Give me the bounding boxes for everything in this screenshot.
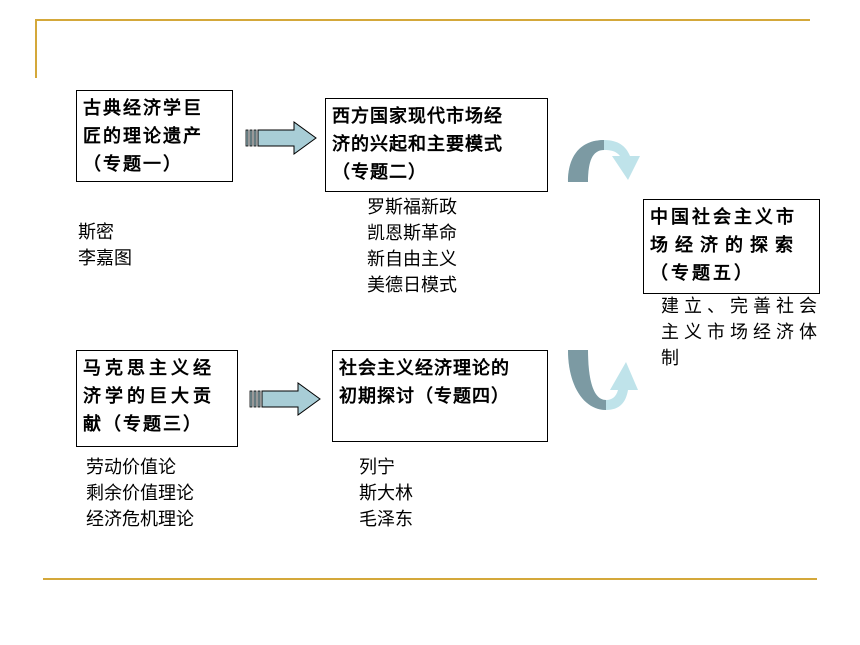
note-item: 毛泽东: [359, 509, 413, 530]
note-item: 主义市场经济体: [661, 322, 822, 343]
note-item: 制: [661, 348, 684, 369]
note-item: 美德日模式: [367, 275, 457, 296]
topic-5-notes: 建立、完善社会 主义市场经济体 制: [661, 294, 822, 372]
topic-4-notes: 列宁 斯大林 毛泽东: [359, 455, 413, 533]
topic-3-line: 马克思主义经: [83, 358, 215, 379]
note-item: 罗斯福新政: [367, 197, 457, 218]
topic-1-box: 古典经济学巨 匠的理论遗产 （专题一）: [76, 90, 233, 182]
topic-4-box: 社会主义经济理论的 初期探讨（专题四）: [332, 350, 548, 442]
topic-2-line: 西方国家现代市场经: [332, 106, 503, 127]
note-item: 李嘉图: [78, 248, 132, 269]
topic-1-line: （专题一）: [83, 154, 183, 175]
bottom-rule: [43, 578, 817, 580]
left-rule: [35, 19, 37, 78]
topic-5-line: 中国社会主义市: [650, 207, 797, 228]
topic-5-line: （专题五）: [650, 263, 755, 284]
topic-1-line: 古典经济学巨: [83, 98, 203, 119]
curved-arrow-up-icon: [568, 350, 638, 410]
topic-5-box: 中国社会主义市 场经济的探索 （专题五）: [643, 199, 820, 294]
note-item: 凯恩斯革命: [367, 223, 457, 244]
topic-3-line: 济学的巨大贡: [83, 386, 215, 407]
topic-4-line: 社会主义经济理论的: [339, 358, 510, 379]
topic-4-line: 初期探讨（专题四）: [339, 386, 510, 407]
top-rule: [35, 19, 810, 21]
note-item: 列宁: [359, 457, 395, 478]
note-item: 建立、完善社会: [661, 296, 822, 317]
note-item: 斯密: [78, 222, 114, 243]
topic-5-line: 场经济的探索: [650, 235, 800, 256]
topic-1-notes: 斯密 李嘉图: [78, 220, 132, 272]
note-item: 斯大林: [359, 483, 413, 504]
topic-1-line: 匠的理论遗产: [83, 126, 203, 147]
note-item: 经济危机理论: [86, 509, 194, 530]
topic-2-box: 西方国家现代市场经 济的兴起和主要模式 （专题二）: [325, 98, 548, 192]
note-item: 剩余价值理论: [86, 483, 194, 504]
topic-2-notes: 罗斯福新政 凯恩斯革命 新自由主义 美德日模式: [367, 195, 457, 299]
topic-3-notes: 劳动价值论 剩余价值理论 经济危机理论: [86, 455, 194, 533]
right-arrow-icon: [249, 382, 321, 416]
topic-3-box: 马克思主义经 济学的巨大贡 献（专题三）: [76, 350, 238, 447]
note-item: 新自由主义: [367, 249, 457, 270]
topic-2-line: 济的兴起和主要模式: [332, 134, 503, 155]
curved-arrow-down-icon: [568, 140, 640, 182]
right-arrow-icon: [245, 121, 317, 155]
topic-3-line: 献（专题三）: [83, 414, 203, 435]
topic-2-line: （专题二）: [332, 162, 427, 183]
note-item: 劳动价值论: [86, 457, 176, 478]
